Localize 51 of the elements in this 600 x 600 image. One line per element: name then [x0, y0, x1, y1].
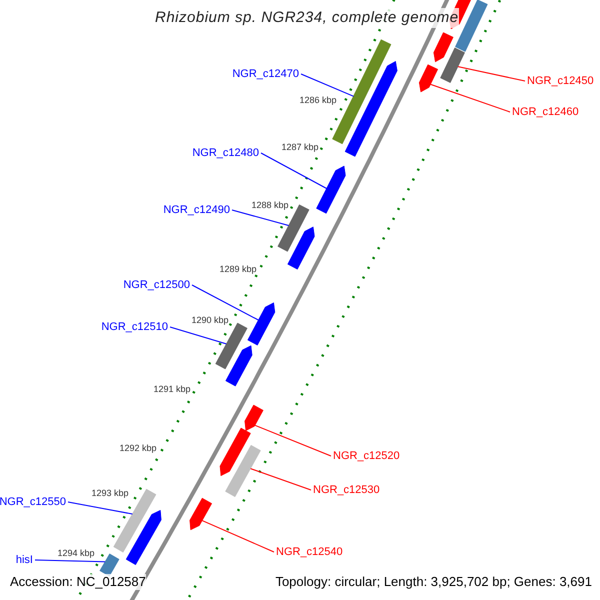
gene-label: NGR_c12510: [101, 320, 168, 334]
position-label: 1287 kbp: [281, 142, 319, 153]
gene-bar: [113, 488, 156, 553]
gene-label: NGR_c12490: [163, 203, 230, 217]
gene-label: NGR_c12450: [527, 74, 594, 88]
leader-line: [254, 424, 332, 456]
gene-feature: [418, 64, 438, 92]
gene-label: NGR_c12540: [276, 545, 343, 559]
title: Rhizobium sp. NGR234, complete genome: [155, 8, 459, 28]
gene-feature: [247, 302, 276, 346]
leader-line: [430, 84, 510, 112]
position-label: 1286 kbp: [299, 95, 337, 106]
leader-line: [192, 284, 259, 320]
gene-feature: [287, 226, 315, 270]
gene-label: NGR_c12550: [0, 495, 66, 509]
gene-feature: [225, 345, 252, 386]
accession-note: Accession: NC_012587: [10, 574, 146, 590]
genome-stats-note: Topology: circular; Length: 3,925,702 bp; Genes: 3,691: [275, 574, 592, 590]
gene-feature: [126, 510, 162, 566]
position-label: 1291 kbp: [153, 384, 191, 395]
gene-label: NGR_c12520: [333, 449, 400, 463]
leader-line: [300, 74, 354, 97]
gene-label: NGR_c12480: [192, 146, 259, 160]
leader-line: [250, 468, 312, 490]
gene-label: hisI: [16, 553, 33, 567]
gene-feature: [190, 498, 212, 530]
position-label: 1290 kbp: [191, 315, 229, 326]
leader-line: [260, 152, 328, 189]
position-label: 1293 kbp: [91, 488, 129, 499]
position-label: 1288 kbp: [251, 200, 289, 211]
position-label: 1289 kbp: [219, 264, 257, 275]
position-label: 1292 kbp: [119, 443, 157, 454]
leader-line: [232, 210, 290, 226]
leader-line: [458, 66, 526, 82]
gene-feature: [316, 166, 346, 214]
gene-label: NGR_c12460: [512, 105, 579, 119]
gene-bar: [225, 444, 261, 498]
gene-label: NGR_c12530: [313, 483, 380, 497]
position-label: 1294 kbp: [57, 548, 95, 559]
leader-line: [170, 326, 227, 344]
gene-feature: [220, 428, 251, 476]
gene-label: NGR_c12470: [232, 67, 299, 81]
gene-bar: [100, 554, 120, 576]
gene-label: NGR_c12500: [123, 278, 190, 292]
leader-line: [202, 520, 274, 552]
gene-bar: [440, 48, 465, 83]
gene-feature: [433, 32, 454, 62]
leader-line: [34, 560, 106, 562]
leader-line: [68, 502, 133, 514]
gene-feature: [244, 404, 264, 431]
gene-feature: [344, 61, 398, 157]
